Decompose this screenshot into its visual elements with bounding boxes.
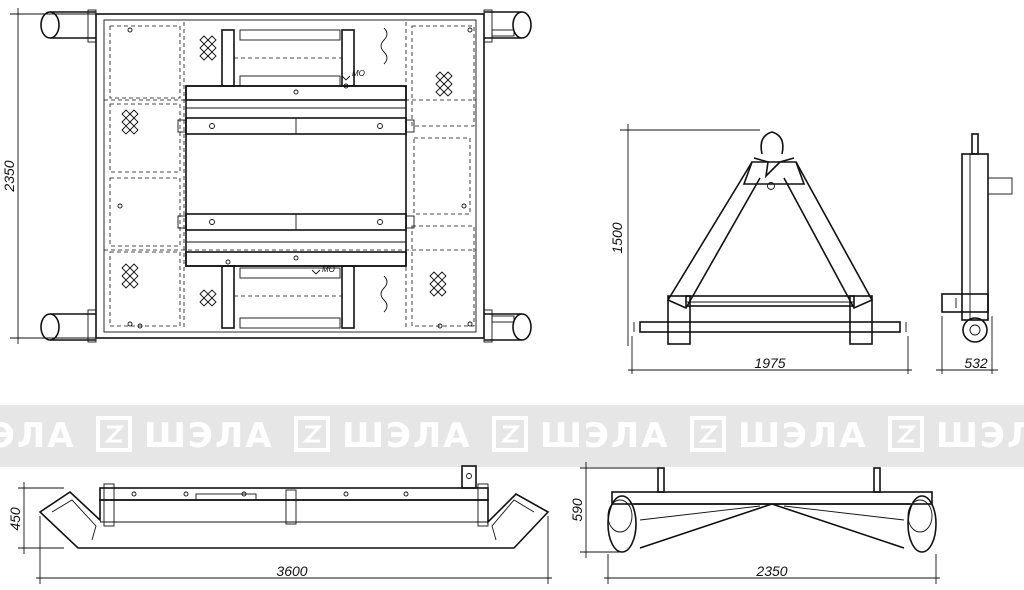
top-view: МО МО 2350 [1, 8, 532, 344]
end-view-height-dimension: 590 [569, 462, 660, 558]
front-view-height-value: 1500 [609, 222, 625, 253]
top-right-tube [484, 11, 532, 39]
end-view-width-dimension: 2350 [604, 554, 940, 584]
top-view-height-dimension: 2350 [1, 8, 96, 344]
long-side-view: 450 3600 [7, 465, 552, 584]
front-view: 1500 1975 [609, 124, 912, 374]
long-side-length-value: 3600 [276, 563, 307, 579]
front-view-width-value: 1975 [754, 355, 785, 371]
annotation-upper: МО [352, 69, 365, 78]
watermark-text: ШЭЛА [936, 416, 1024, 456]
long-side-height-value: 450 [7, 507, 23, 531]
long-side-height-dimension: 450 [7, 482, 64, 554]
watermark-logo-icon [294, 416, 330, 452]
watermark-text: ШЭЛА [144, 416, 274, 456]
watermark-text: ШЭЛА [540, 416, 670, 456]
end-view: 590 2350 [569, 462, 940, 584]
front-view-width-dimension: 1975 [628, 336, 912, 374]
end-view-width-value: 2350 [755, 563, 787, 579]
bottom-right-tube [484, 313, 532, 341]
watermark-text: ШЭЛА [738, 416, 868, 456]
front-view-height-dimension: 1500 [609, 124, 760, 346]
annotation-lower: МО [322, 265, 335, 274]
watermark-logo-icon [690, 416, 726, 452]
end-view-height-value: 590 [569, 498, 585, 522]
bottom-left-tube [40, 313, 96, 341]
watermark-logo-icon [492, 416, 528, 452]
side-view-width-dimension: 532 [936, 316, 998, 374]
side-view: 532 [936, 133, 1013, 374]
watermark-logo-icon [96, 416, 132, 452]
watermark-text: ШЭЛА [342, 416, 472, 456]
watermark-band: ШЭЛА ШЭЛА ШЭЛА ШЭЛА ШЭЛА ШЭЛА [0, 405, 1024, 467]
watermark-logo-icon [888, 416, 924, 452]
long-side-length-dimension: 3600 [36, 516, 552, 584]
side-view-width-value: 532 [964, 355, 988, 371]
top-view-height-value: 2350 [1, 160, 17, 192]
watermark-text: ШЭЛА [0, 416, 76, 456]
